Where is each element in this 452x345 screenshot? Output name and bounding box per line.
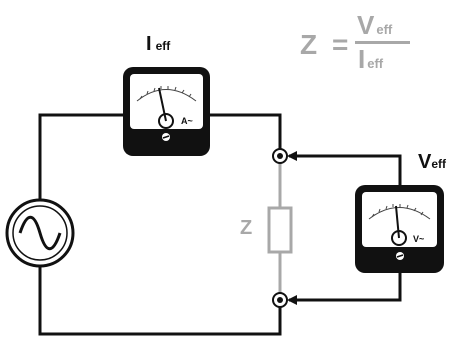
formula-lhs: Z [300,29,318,60]
voltmeter-unit-mark: V~ [413,234,424,244]
ammeter-unit-mark: A~ [181,116,193,126]
ammeter-label-sub: eff [155,39,171,53]
ammeter-icon: A~ [123,67,210,156]
terminal-bottom [272,292,288,308]
voltmeter-label-main: V [418,151,432,173]
ammeter-label-main: I [146,33,152,55]
lead-bottom [287,270,402,305]
formula-denominator-sub: eff [367,56,384,71]
formula-numerator-sub: eff [376,22,393,37]
impedance-box-icon [267,206,293,254]
voltmeter-needle [395,205,400,239]
wire-top-left [38,113,123,200]
formula-denominator-symbol: I [358,44,366,74]
ammeter-needle [158,87,167,122]
formula-numerator-symbol: V [357,10,375,40]
impedance-branch [267,159,293,297]
voltmeter-label: Veff [418,152,446,172]
lead-top [287,151,402,185]
main-loop-wires [38,113,282,336]
wire-top-right [210,113,282,153]
impedance-label: Z [240,217,253,239]
terminal-top [272,148,288,164]
voltmeter-leads [287,151,402,305]
formula-fraction-bar [355,41,410,44]
wire-bottom [38,266,282,336]
formula-equals: = [332,29,349,60]
ac-source-icon [5,198,75,268]
voltmeter-icon: V~ [355,185,444,273]
voltmeter-label-sub: eff [431,157,447,171]
